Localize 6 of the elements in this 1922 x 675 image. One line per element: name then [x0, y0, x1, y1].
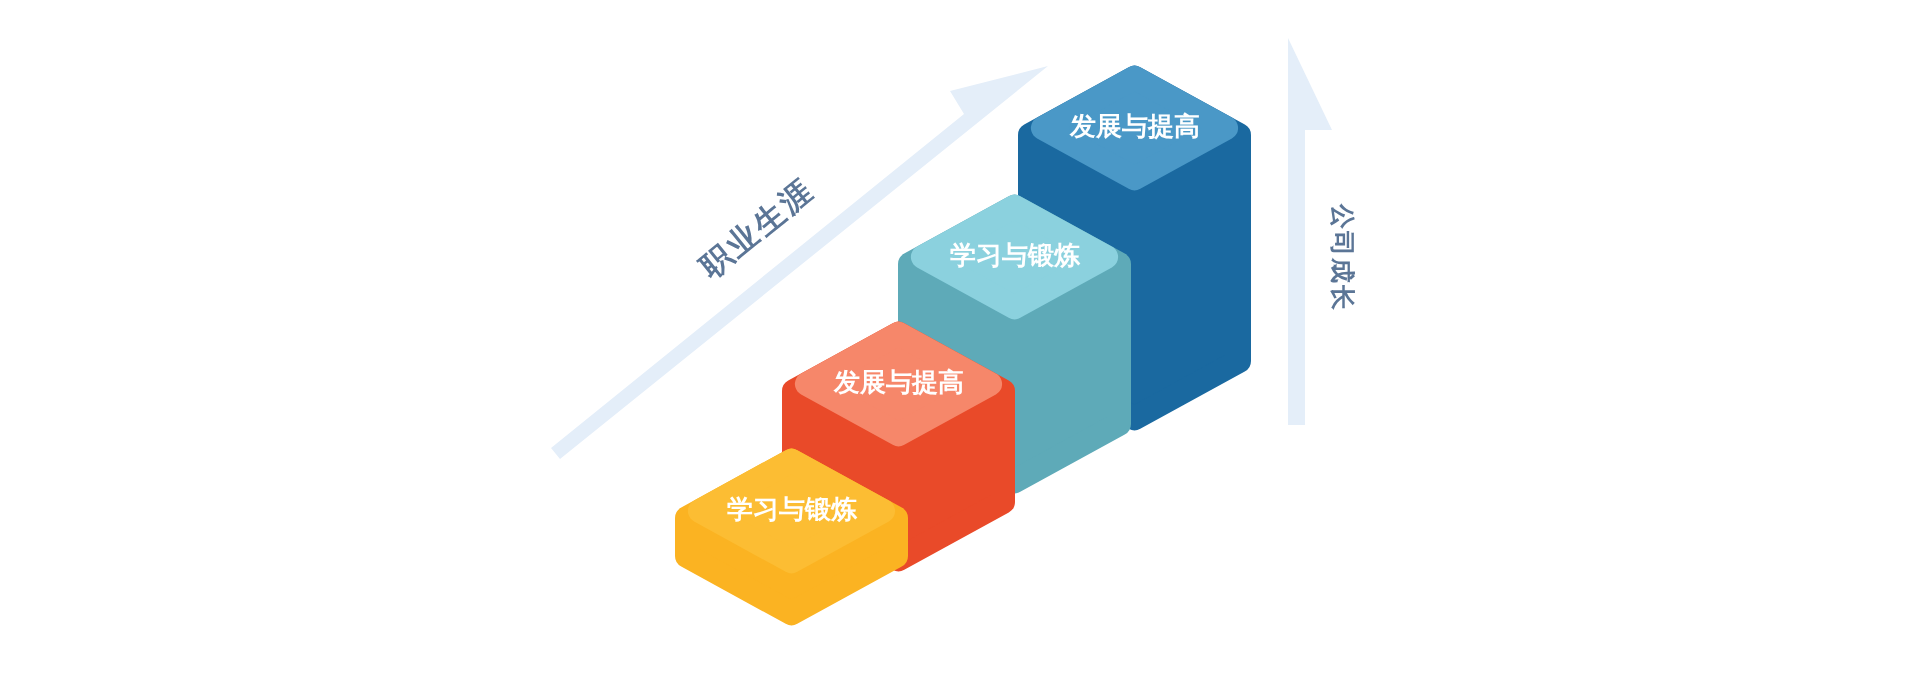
- block-label: 学习与锻炼: [949, 240, 1080, 270]
- block-label: 发展与提高: [1069, 111, 1200, 141]
- block-label: 学习与锻炼: [726, 494, 857, 524]
- block-label: 发展与提高: [833, 367, 964, 397]
- axis-label: 公司成长: [1328, 204, 1356, 312]
- axis-label: 职业生涯: [693, 171, 821, 285]
